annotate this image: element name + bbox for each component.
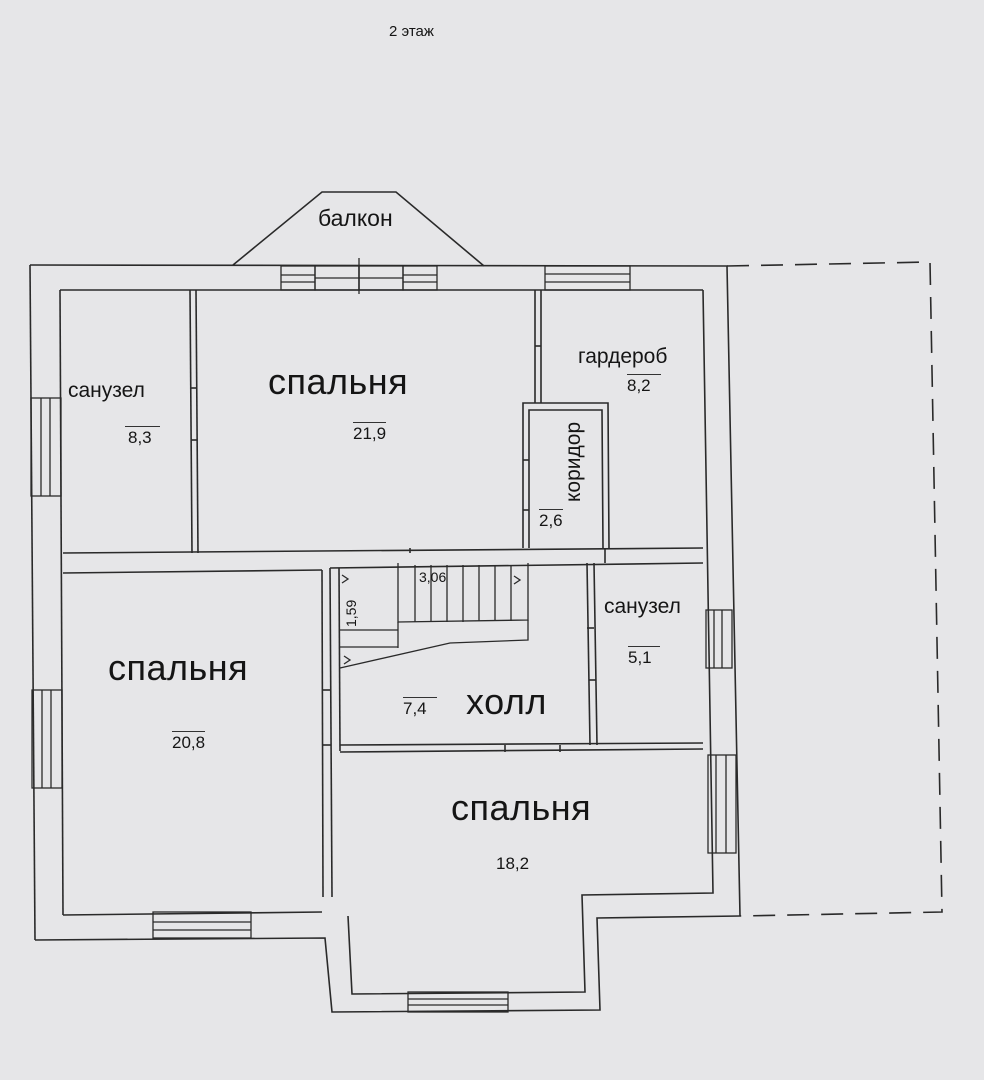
room-name-bedroom-2: спальня [108, 647, 249, 688]
room-area-corridor: 2,6 [539, 509, 563, 530]
room-name-bathroom-2: санузел [604, 595, 681, 618]
room-name-bedroom-1: спальня [268, 361, 409, 402]
room-area-bedroom-1: 21,9 [353, 422, 387, 443]
room-area-bedroom-3: 18,2 [496, 854, 530, 873]
stairs-width-dimension: 1,59 [343, 599, 359, 627]
room-area-hall: 7,4 [403, 697, 437, 717]
room-name-corridor: коридор [562, 421, 585, 502]
stairs-length-dimension: 3,06 [419, 569, 447, 585]
room-area-bedroom-2: 20,8 [172, 731, 206, 752]
room-name-hall: холл [466, 681, 547, 722]
floor-title: 2 этаж [389, 23, 434, 40]
interior-walls [62, 289, 704, 898]
room-name-bathroom-1: санузел [68, 379, 145, 402]
staircase [339, 563, 529, 669]
room-area-bathroom-2: 5,1 [628, 646, 660, 666]
room-name-bedroom-3: спальня [451, 787, 592, 828]
room-name-wardrobe: гардероб [578, 345, 668, 368]
balcony-label: балкон [318, 205, 393, 231]
room-area-bathroom-1: 8,3 [125, 426, 160, 446]
balcony-outline [232, 191, 485, 267]
windows [30, 258, 737, 1013]
room-area-wardrobe: 8,2 [627, 374, 661, 394]
annex-dashed-outline [726, 261, 943, 917]
